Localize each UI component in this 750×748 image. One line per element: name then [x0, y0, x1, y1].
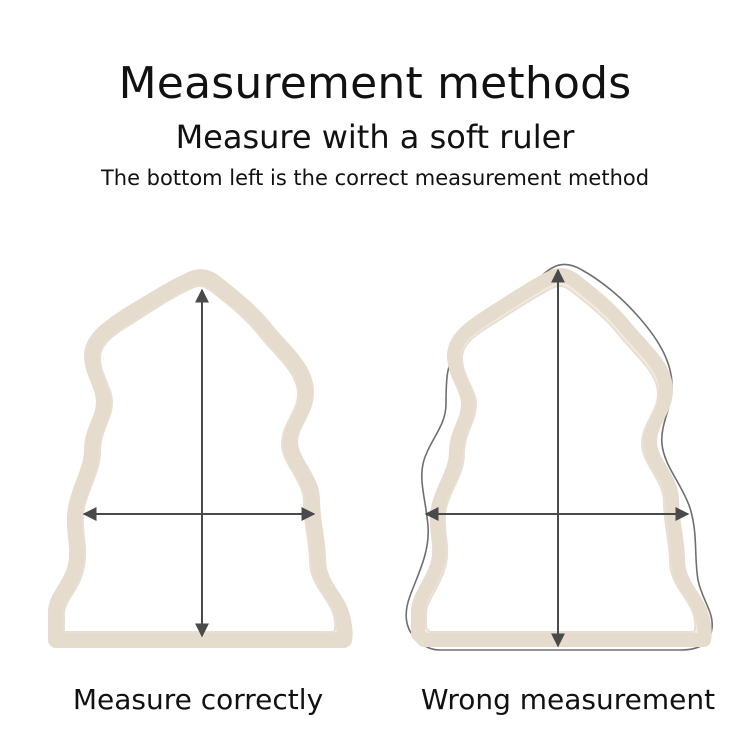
correct-rug-figure — [48, 269, 353, 648]
instruction-note: The bottom left is the correct measureme… — [100, 166, 650, 190]
page-subtitle: Measure with a soft ruler — [175, 118, 575, 156]
page-title: Measurement methods — [118, 58, 632, 109]
correct-caption: Measure correctly — [72, 683, 324, 716]
wrong-rug-figure — [405, 263, 713, 651]
wrong-caption: Wrong measurement — [420, 683, 716, 716]
